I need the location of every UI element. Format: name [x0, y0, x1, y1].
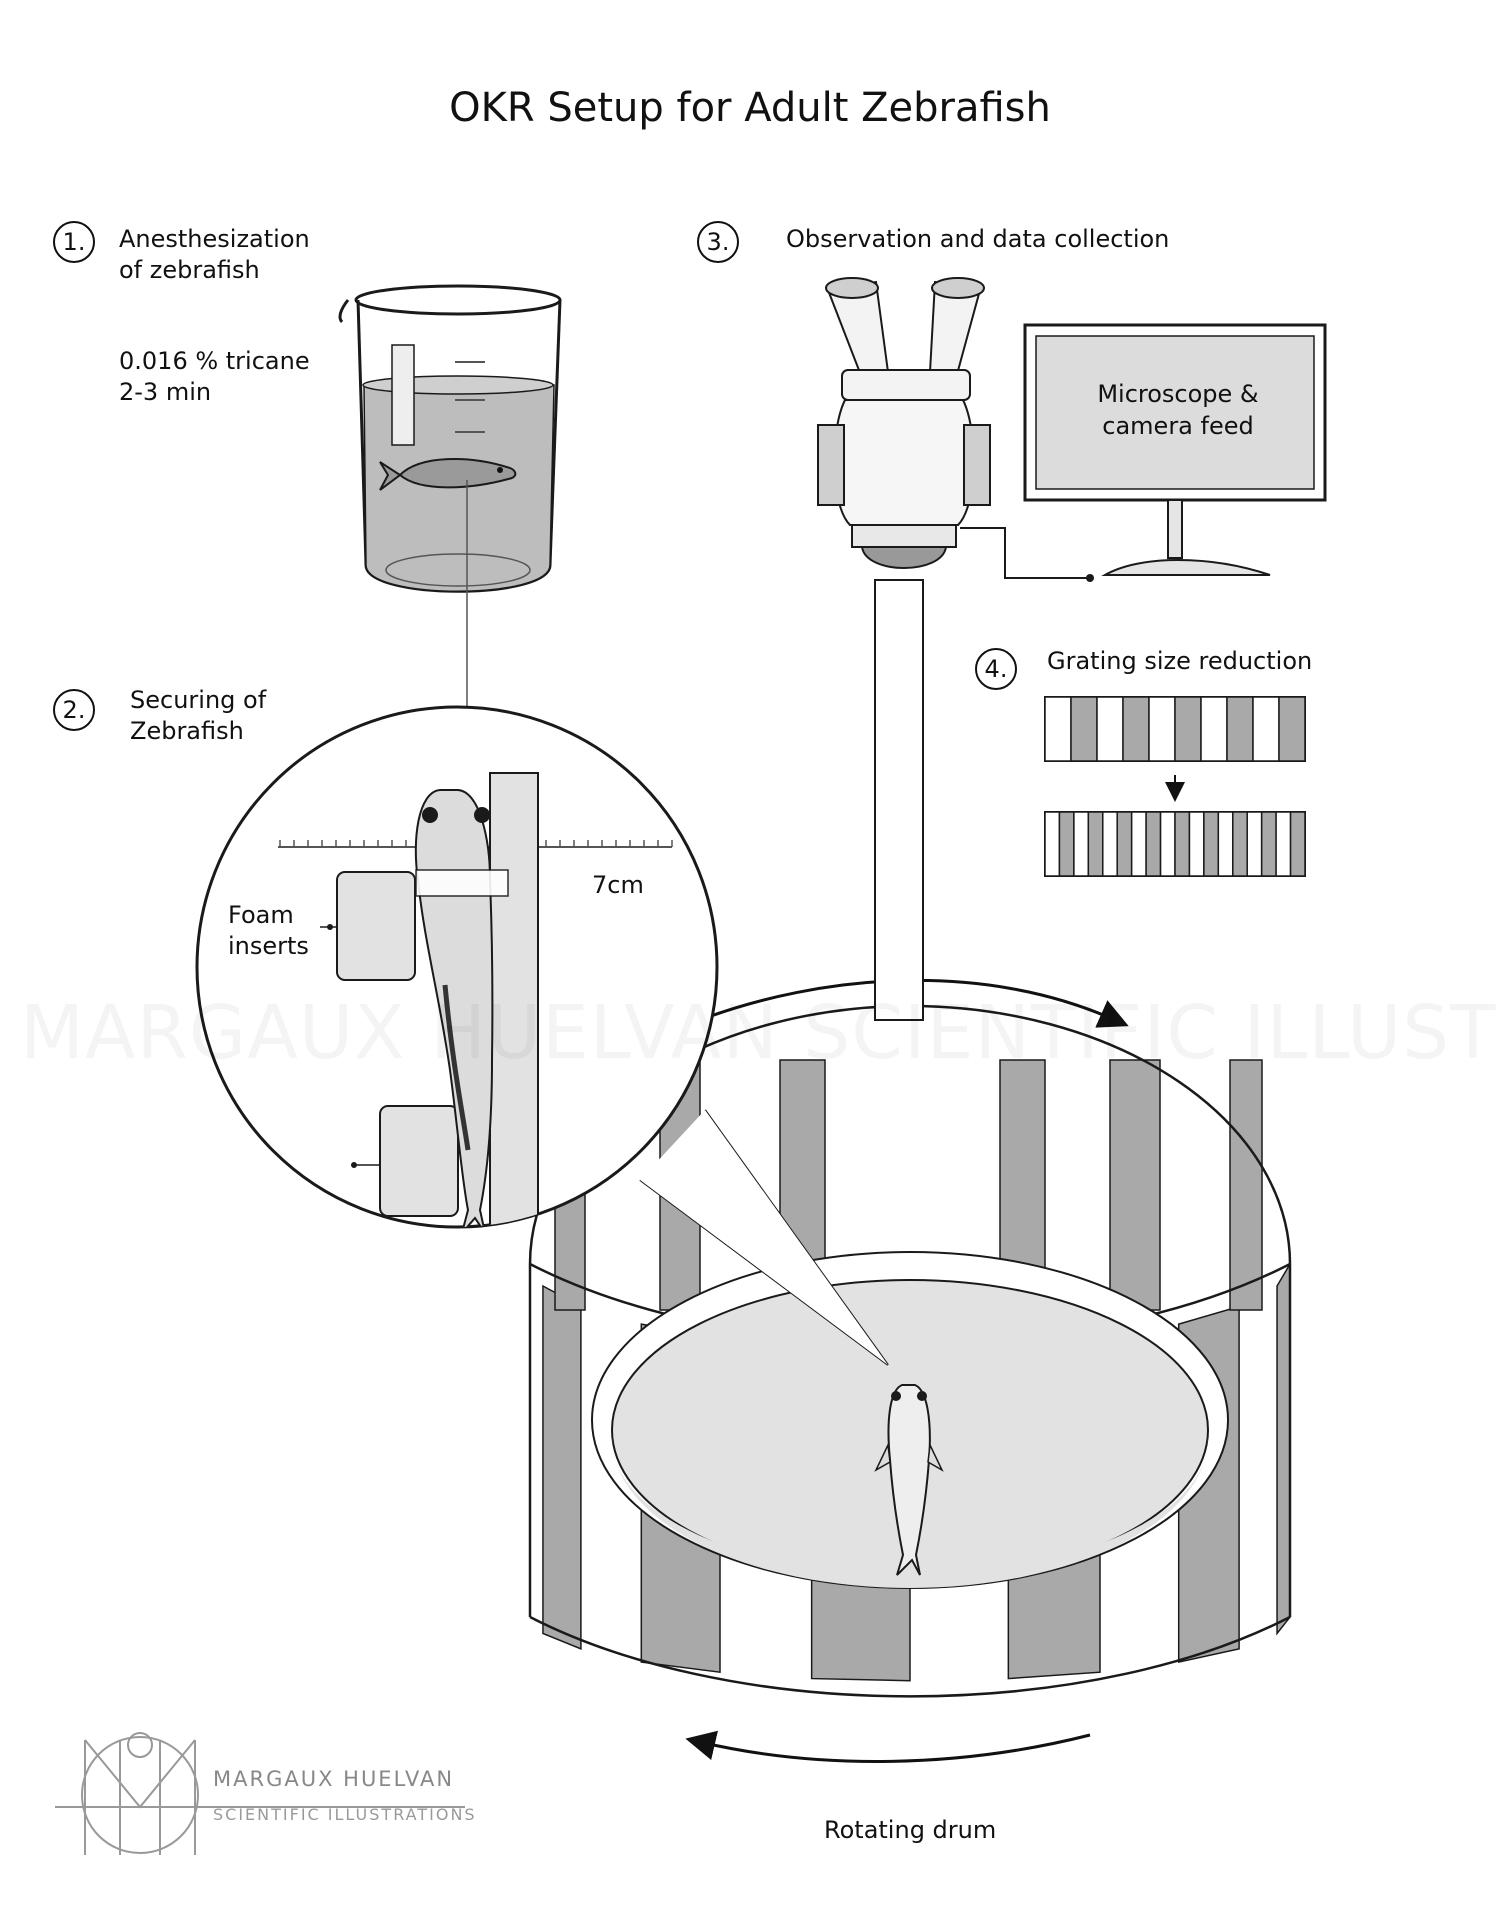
- grating-stripe: [1116, 811, 1133, 877]
- grating-stripe: [1044, 811, 1061, 877]
- step-2-number: 2.: [53, 689, 95, 731]
- grating-stripe: [1058, 811, 1075, 877]
- grating-stripe: [1122, 696, 1150, 762]
- grating-stripe: [1252, 696, 1280, 762]
- grating-stripe: [1148, 696, 1176, 762]
- grating-stripe: [1217, 811, 1234, 877]
- grating-stripe: [1278, 696, 1306, 762]
- grating-stripe: [1188, 811, 1205, 877]
- step-2-label: Securing of Zebrafish: [130, 686, 267, 746]
- grating-stripe: [1073, 811, 1090, 877]
- foam-inserts-label: Foam inserts: [228, 901, 309, 961]
- grating-stripe: [1087, 811, 1104, 877]
- grating-stripe: [1102, 811, 1118, 877]
- grating-stripe: [1275, 811, 1292, 877]
- grating-stripe: [1200, 696, 1228, 762]
- monitor: [1023, 323, 1327, 576]
- grating-stripe: [1289, 811, 1306, 877]
- drum-stripe-back: [1109, 1059, 1161, 1311]
- step-4-number: 4.: [975, 648, 1017, 690]
- watermark: MARGAUX HUELVAN SCIENTIFIC ILLUSTRATIONS: [20, 990, 1500, 1076]
- fish-in-drum-icon: [874, 1384, 944, 1576]
- step-4-label: Grating size reduction: [1047, 647, 1313, 675]
- drum-label: Rotating drum: [824, 1816, 997, 1844]
- grating-stripe: [1260, 811, 1277, 877]
- grating-bars: [1044, 696, 1306, 877]
- grating-stripe: [1159, 811, 1176, 877]
- drum-stripe-back: [1229, 1059, 1263, 1311]
- logo-mark: [55, 1732, 465, 1855]
- step-3-number: 3.: [697, 221, 739, 263]
- rotation-arrow-bottom: [685, 1730, 1091, 1763]
- grating-stripe: [1145, 811, 1162, 877]
- grating-stripe: [1174, 811, 1191, 877]
- grating-stripe: [1232, 811, 1248, 877]
- foam-insert-top: [336, 871, 416, 981]
- logo-subtitle: SCIENTIFIC ILLUSTRATIONS: [213, 1805, 477, 1824]
- scale-label: 7cm: [592, 871, 644, 899]
- step-1-detail: 0.016 % tricane 2-3 min: [119, 347, 310, 407]
- grating-stripe: [1096, 696, 1124, 762]
- page-title: OKR Setup for Adult Zebrafish: [449, 85, 1051, 131]
- fish-in-beaker-icon: [379, 457, 517, 491]
- monitor-label: Microscope & camera feed: [1097, 380, 1259, 441]
- grating-stripe: [1226, 696, 1254, 762]
- grating-stripe: [1174, 696, 1202, 762]
- grating-stripe: [1130, 811, 1147, 877]
- step-3-label: Observation and data collection: [786, 225, 1170, 253]
- grating-stripe: [1044, 696, 1072, 762]
- logo-name: MARGAUX HUELVAN: [213, 1767, 455, 1791]
- beaker: [338, 284, 562, 775]
- drum-stripe: [542, 1284, 582, 1650]
- magnifier-circle: [195, 705, 719, 1229]
- grating-stripe: [1203, 811, 1220, 877]
- step-1-number: 1.: [53, 221, 95, 263]
- microscope: [817, 277, 1094, 1021]
- foam-insert-bottom: [379, 1105, 459, 1217]
- step-1-label: Anesthesization of zebrafish: [119, 225, 310, 285]
- grating-stripe: [1070, 696, 1098, 762]
- grating-stripe: [1246, 811, 1263, 877]
- drum-stripe: [1276, 1261, 1291, 1636]
